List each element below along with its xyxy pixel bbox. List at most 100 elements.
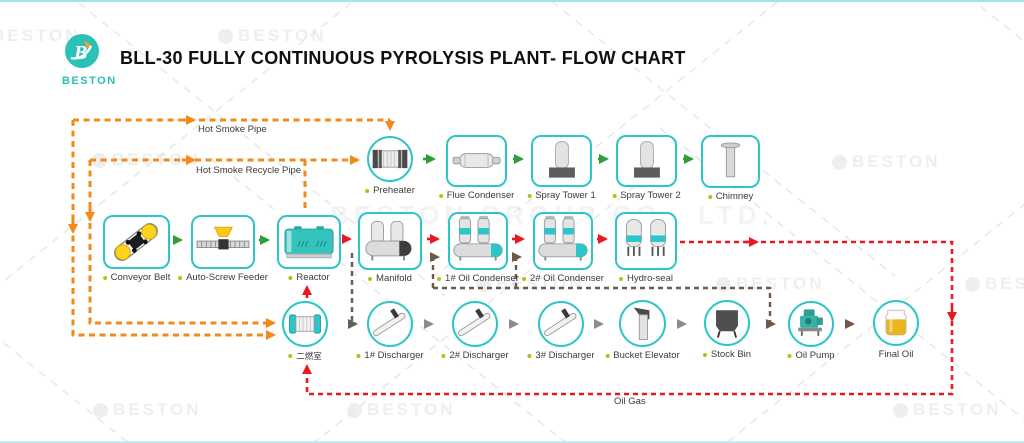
bullet-icon — [787, 353, 792, 358]
watermark-logo-icon — [92, 152, 107, 168]
hydro-seal-label: Hydro-seal — [619, 273, 673, 284]
node-stock-bin: Stock Bin — [702, 300, 751, 360]
stock-bin-label: Stock Bin — [702, 349, 751, 360]
bucket-elevator-label: Bucket Elevator — [605, 350, 680, 361]
bullet-icon — [178, 275, 183, 280]
spray-tower-2-icon — [634, 141, 660, 178]
stock-bin-icon — [716, 310, 738, 338]
bullet-icon — [619, 276, 624, 281]
watermark: BESTON — [218, 26, 327, 46]
node-spray-tower-1: Spray Tower 1 — [527, 135, 596, 201]
manifold-icon — [365, 220, 412, 261]
watermark: BESTON — [832, 152, 941, 172]
oil-condenser-1-label: 1# Oil Condenser — [437, 273, 519, 284]
beston-logo: B BESTON — [62, 33, 117, 87]
bullet-icon — [527, 193, 532, 198]
combustion-chamber-icon — [289, 314, 321, 334]
node-spray-tower-2: Spray Tower 2 — [612, 135, 681, 201]
chimney-icon — [720, 142, 741, 178]
reactor-label: Reactor — [288, 272, 330, 283]
slag-lines — [348, 253, 687, 329]
node-oil-condenser-1: 1# Oil Condenser — [437, 212, 519, 284]
auto-screw-feeder-icon — [196, 226, 250, 250]
node-oil-condenser-2: 2# Oil Condenser — [522, 212, 604, 284]
conveyor-belt-icon — [114, 223, 159, 261]
discharger-2-label: 2# Discharger — [441, 350, 509, 361]
bullet-icon — [522, 276, 527, 281]
node-chimney: Chimney — [701, 135, 760, 202]
watermark-logo-icon — [893, 402, 908, 418]
bullet-icon — [437, 276, 442, 281]
watermark-logo-icon — [93, 402, 108, 418]
bullet-icon — [102, 275, 107, 280]
watermark: BESTON — [0, 26, 81, 45]
stock-bin-shape — [704, 300, 750, 346]
beston-logo-text: BESTON — [62, 75, 117, 87]
spray-tower-1-icon — [549, 141, 575, 178]
hot-smoke-recycle-pipe-label: Hot Smoke Recycle Pipe — [196, 165, 302, 176]
spray-tower-2-shape — [616, 135, 677, 187]
bullet-icon — [605, 353, 610, 358]
oil-gas-pipe-lines — [302, 234, 957, 396]
bucket-elevator-icon — [633, 307, 650, 340]
bullet-icon — [702, 352, 707, 357]
node-flue-condenser: Flue Condenser — [438, 135, 514, 201]
watermark: BESTON — [93, 400, 202, 420]
combustion-chamber-shape — [282, 301, 328, 347]
oil-lines — [430, 252, 855, 329]
discharger-2-icon — [458, 308, 491, 337]
final-oil-shape — [873, 300, 919, 346]
node-bucket-elevator: Bucket Elevator — [605, 300, 680, 361]
watermark: BESTON — [893, 400, 1002, 420]
oil-gas-label: Oil Gas — [614, 396, 646, 407]
discharger-3-label: 3# Discharger — [527, 350, 595, 361]
node-preheater: Preheater — [365, 136, 415, 196]
conveyor-belt-shape — [103, 215, 170, 269]
watermark: BESTON — [965, 274, 1024, 294]
bullet-icon — [368, 276, 373, 281]
reactor-icon — [284, 226, 334, 259]
hot-smoke-pipe-label: Hot Smoke Pipe — [198, 124, 267, 135]
bullet-icon — [356, 353, 361, 358]
node-discharger-1: 1# Discharger — [356, 301, 424, 361]
preheater-shape — [367, 136, 413, 182]
bullet-icon — [527, 353, 532, 358]
node-combustion-chamber: 二燃室 — [282, 301, 328, 361]
bullet-icon — [707, 194, 712, 199]
node-reactor: Reactor — [277, 215, 341, 283]
oil-condenser-1-icon — [453, 215, 503, 261]
flue-condenser-shape — [446, 135, 507, 187]
node-oil-pump: Oil Pump — [787, 301, 835, 361]
discharger-1-shape — [367, 301, 413, 347]
process-arrows-green — [173, 154, 694, 245]
auto-screw-feeder-shape — [191, 215, 255, 269]
discharger-3-icon — [544, 308, 577, 337]
hot-smoke-pipe-lines — [68, 115, 395, 340]
final-oil-icon — [885, 309, 907, 336]
oil-pump-shape — [788, 301, 834, 347]
node-final-oil: Final Oil — [873, 300, 919, 360]
watermark-logo-icon — [218, 28, 233, 44]
chimney-label: Chimney — [707, 191, 753, 202]
discharger-3-shape — [538, 301, 584, 347]
node-conveyor-belt: Conveyor Belt — [102, 215, 170, 283]
flue-condenser-icon — [452, 153, 501, 168]
oil-pump-label: Oil Pump — [787, 350, 835, 361]
node-discharger-3: 3# Discharger — [527, 301, 595, 361]
preheater-label: Preheater — [365, 185, 415, 196]
flue-condenser-label: Flue Condenser — [438, 190, 514, 201]
node-auto-screw-feeder: Auto-Screw Feeder — [178, 215, 268, 283]
node-manifold: Manifold — [358, 212, 422, 284]
oil-condenser-1-shape — [448, 212, 508, 270]
watermark-logo-icon — [716, 276, 731, 292]
bucket-elevator-shape — [619, 300, 666, 347]
oil-condenser-2-shape — [533, 212, 593, 270]
beston-logo-icon: B — [65, 34, 99, 68]
node-hydro-seal: Hydro-seal — [615, 212, 677, 284]
spray-tower-1-shape — [531, 135, 592, 187]
bullet-icon — [365, 188, 370, 193]
combustion-chamber-label: 二燃室 — [288, 350, 322, 362]
